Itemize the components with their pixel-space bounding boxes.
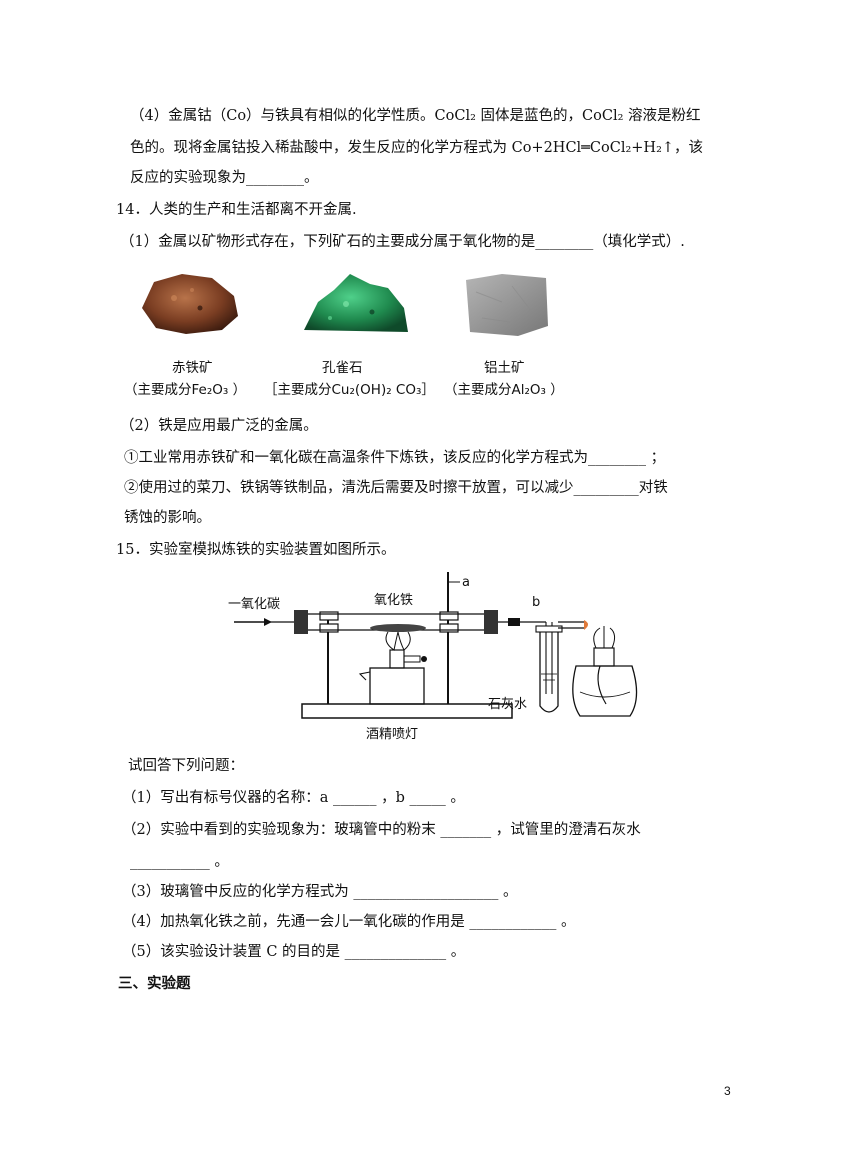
- q14-part2-2a: ②使用过的菜刀、铁锅等铁制品，清洗后需要及时擦干放置，可以减少_________…: [124, 480, 668, 496]
- q15-prompt: 试回答下列问题：: [128, 758, 244, 774]
- mineral-name-hematite: 赤铁矿: [172, 360, 213, 376]
- q14-part2: （2）铁是应用最广泛的金属。: [120, 418, 318, 434]
- q14-title: 14．人类的生产和生活都离不开金属.: [116, 202, 357, 218]
- q15-title: 15．实验室模拟炼铁的实验装置如图所示。: [116, 542, 396, 558]
- q13-part4-line2: 色的。现将金属钴投入稀盐酸中，发生反应的化学方程式为 Co+2HCl═CoCl₂…: [130, 140, 704, 156]
- q13-part4-line3: 反应的实验现象为________。: [130, 170, 319, 186]
- mineral-formula-bauxite: （主要成分Al₂O₃ ）: [444, 382, 564, 398]
- ironmaking-apparatus-diagram: 一氧化碳 氧化铁 a b 石灰水 酒精喷灯: [228, 572, 638, 742]
- q15-q2b: ___________ 。: [130, 854, 229, 870]
- q14-part2-1: ①工业常用赤铁矿和一氧化碳在高温条件下炼铁，该反应的化学方程式为________…: [124, 450, 666, 466]
- malachite-ore-image: [304, 274, 408, 332]
- page-number: 3: [724, 1084, 731, 1098]
- label-carbon-monoxide: 一氧化碳: [228, 597, 280, 612]
- q15-q3: （3）玻璃管中反应的化学方程式为 ____________________ 。: [122, 884, 518, 900]
- label-a: a: [462, 575, 470, 590]
- q15-q4: （4）加热氧化铁之前，先通一会儿一氧化碳的作用是 ____________ 。: [122, 914, 576, 930]
- mineral-formula-malachite: ［主要成分Cu₂(OH)₂ CO₃］: [264, 382, 435, 398]
- section-heading: 三、实验题: [118, 976, 191, 992]
- q15-q5: （5）该实验设计装置 C 的目的是 ______________ 。: [122, 944, 466, 960]
- label-b: b: [532, 595, 540, 610]
- hematite-ore-image: [142, 274, 238, 334]
- q14-part1: （1）金属以矿物形式存在，下列矿石的主要成分属于氧化物的是________（填化…: [120, 234, 685, 250]
- mineral-name-bauxite: 铝土矿: [484, 360, 525, 376]
- mineral-formula-hematite: （主要成分Fe₂O₃ ）: [124, 382, 247, 398]
- bauxite-ore-image: [466, 274, 548, 336]
- q15-q2a: （2）实验中看到的实验现象为：玻璃管中的粉末 _______ ，试管里的澄清石灰…: [122, 822, 641, 838]
- label-limewater: 石灰水: [488, 697, 527, 712]
- label-alcohol-lamp: 酒精喷灯: [366, 727, 418, 742]
- q15-q1: （1）写出有标号仪器的名称：a ______ ，b _____ 。: [122, 790, 465, 806]
- q13-part4-line1: （4）金属钴（Co）与铁具有相似的化学性质。CoCl₂ 固体是蓝色的，CoCl₂…: [130, 108, 701, 124]
- q14-part2-2b: 锈蚀的影响。: [124, 510, 211, 526]
- mineral-name-malachite: 孔雀石: [322, 360, 363, 376]
- label-iron-oxide: 氧化铁: [374, 593, 413, 608]
